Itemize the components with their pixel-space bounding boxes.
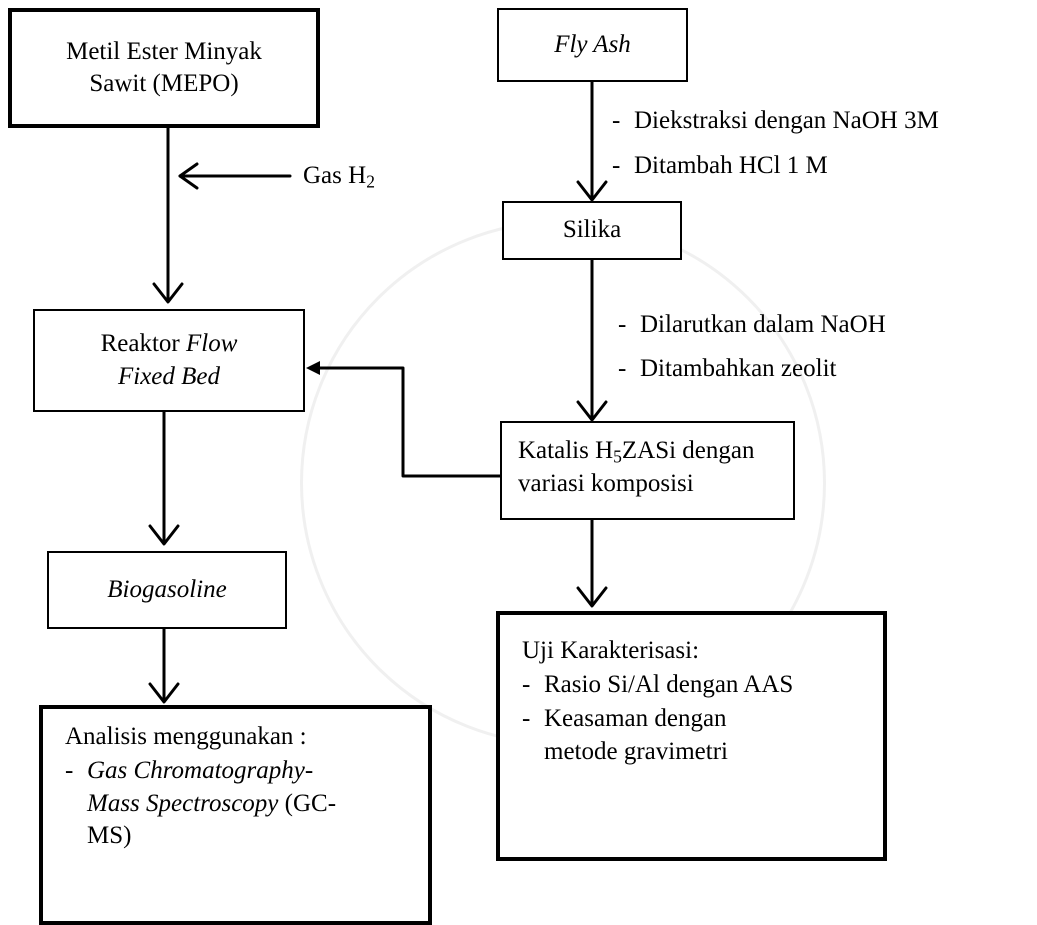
flyash-step-1: - Diekstraksi dengan NaOH 3M: [612, 105, 939, 138]
analisis-item-rest: (GC-: [278, 789, 337, 817]
silika-step-2: - Ditambahkan zeolit: [618, 353, 836, 386]
analisis-item-line2: Mass Spectroscopy (GC-: [87, 788, 336, 821]
flyash-step-1-text: Diekstraksi dengan NaOH 3M: [634, 107, 939, 134]
dash: -: [612, 107, 621, 134]
dash: -: [618, 355, 627, 382]
arrow-katalis-to-reaktor: [312, 366, 502, 478]
uji-item-2-text: Keasaman dengan metode gravimetri: [544, 703, 728, 768]
dash: -: [618, 311, 627, 338]
analisis-item-line1: Gas Chromatography-: [87, 757, 314, 784]
silika-step-1: - Dilarutkan dalam NaOH: [618, 309, 886, 342]
mepo-box: Metil Ester Minyak Sawit (MEPO): [8, 8, 320, 128]
dash: -: [65, 757, 74, 784]
uji-item-1: - Rasio Si/Al dengan AAS: [522, 669, 793, 702]
silika-step-2-text: Ditambahkan zeolit: [640, 355, 837, 382]
mepo-line1: Metil Ester Minyak: [66, 37, 262, 65]
gas-h2-label: Gas H2: [303, 160, 375, 193]
uji-title: Uji Karakterisasi:: [522, 637, 700, 664]
analisis-title: Analisis menggunakan :: [65, 723, 307, 750]
uji-item-2-line1: Keasaman dengan: [544, 705, 727, 732]
analisis-item-italic: Mass Spectroscopy: [87, 789, 279, 817]
flyash-step-2-text: Ditambah HCl 1 M: [634, 152, 828, 179]
katalis-line1: Katalis H5ZASi dengan: [518, 435, 777, 468]
silika-box: Silika: [502, 201, 682, 260]
analisis-item-line3: MS): [87, 822, 132, 849]
uji-box: Uji Karakterisasi: - Rasio Si/Al dengan …: [496, 611, 887, 861]
katalis-box: Katalis H5ZASi dengan variasi komposisi: [500, 421, 795, 520]
silika-label: Silika: [562, 216, 622, 244]
reaktor-fixed-bed: Fixed Bed: [117, 362, 221, 390]
flyash-step-2: - Ditambah HCl 1 M: [612, 150, 828, 183]
dash: -: [522, 705, 531, 732]
reaktor-flow: Flow: [185, 330, 238, 357]
biogasoline-label: Biogasoline: [107, 575, 227, 603]
uji-item-2-line2: metode gravimetri: [544, 737, 728, 765]
katalis-line2: variasi komposisi: [518, 469, 694, 497]
dash: -: [522, 671, 531, 698]
katalis-prefix: Katalis H: [518, 437, 614, 464]
reaktor-line1: Reaktor Flow: [101, 328, 238, 361]
mepo-line2: Sawit (MEPO): [89, 70, 239, 97]
katalis-subscript: 5: [613, 446, 622, 467]
reaktor-box: Reaktor Flow Fixed Bed: [33, 309, 305, 412]
analisis-box: Analisis menggunakan : - Gas Chromatogra…: [39, 705, 432, 925]
silika-step-1-text: Dilarutkan dalam NaOH: [640, 311, 886, 338]
gas-prefix: Gas H: [303, 162, 367, 189]
katalis-suffix: ZASi dengan: [621, 437, 755, 464]
flyash-label: Fly Ash: [554, 30, 631, 58]
uji-item-2: - Keasaman dengan metode gravimetri: [522, 703, 728, 768]
biogasoline-box: Biogasoline: [47, 551, 287, 629]
dash: -: [612, 152, 621, 179]
uji-item-1-text: Rasio Si/Al dengan AAS: [544, 671, 794, 698]
flyash-box: Fly Ash: [497, 8, 688, 82]
analisis-item: - Gas Chromatography- Mass Spectroscopy …: [65, 755, 336, 853]
analisis-item-text: Gas Chromatography- Mass Spectroscopy (G…: [87, 755, 336, 853]
reaktor-prefix: Reaktor: [100, 330, 186, 357]
gas-subscript: 2: [366, 171, 375, 192]
